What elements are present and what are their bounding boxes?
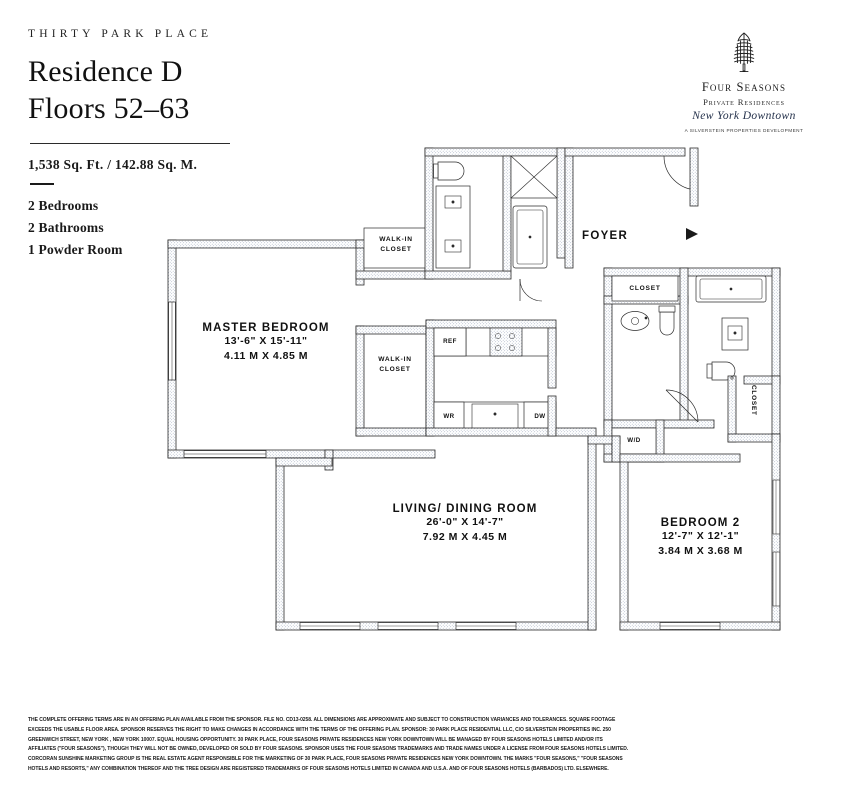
secondary-bathrooms <box>603 267 781 429</box>
floorplan-drawing: MASTER BEDROOM 13'-6" X 15'-11" 4.11 M X… <box>0 140 844 660</box>
disclaimer-line-6: HOTELS AND RESORTS," ANY COMBINATION THE… <box>28 765 609 772</box>
legal-disclaimer: THE COMPLETE OFFERING TERMS ARE IN AN OF… <box>28 716 818 775</box>
master-bedroom-walls <box>167 239 365 459</box>
logo-brand-sub: Private Residences <box>703 97 785 107</box>
logo-city: New York Downtown <box>692 110 796 122</box>
disclaimer-line-3: GREENWICH STREET, NEW YORK , NEW YORK 10… <box>28 736 603 743</box>
tree-icon <box>733 32 755 73</box>
logo-developer: A SILVERSTEIN PROPERTIES DEVELOPMENT <box>684 128 804 133</box>
disclaimer-line-1: THE COMPLETE OFFERING TERMS ARE IN AN OF… <box>28 717 616 723</box>
title-divider <box>30 143 230 145</box>
page-subtitle-floors: Floors 52–63 <box>28 91 190 125</box>
walk-in-closet-top <box>355 227 434 286</box>
living-dining-room <box>275 427 621 631</box>
master-bathroom <box>424 147 566 302</box>
disclaimer-line-2: EXCEEDS THE USABLE FLOOR AREA. SPONSOR R… <box>28 726 611 733</box>
spec-bathrooms: 2 Bathrooms <box>28 220 104 236</box>
brand-logo: Four Seasons Private Residences New York… <box>660 30 828 133</box>
header-block: THIRTY PARK PLACE Residence D Floors 52–… <box>28 28 448 261</box>
floorplan-svg <box>167 147 781 631</box>
area-text: 1,538 Sq. Ft. / 142.88 Sq. M. <box>28 157 198 173</box>
logo-brand-name: Four Seasons <box>701 80 787 94</box>
foyer <box>564 147 699 269</box>
kitchen <box>425 319 557 437</box>
laundry-and-closet <box>603 375 781 463</box>
disclaimer-line-4: AFFILIATES ("FOUR SEASONS"), THOUGH THEY… <box>28 746 629 753</box>
spec-bedrooms: 2 Bedrooms <box>28 198 99 214</box>
spec-powder-room: 1 Powder Room <box>28 241 123 257</box>
page-title: Residence D <box>28 55 183 88</box>
walk-in-closet-mid <box>355 325 435 437</box>
bedroom-2-walls <box>619 433 781 631</box>
disclaimer-line-5: CORCORAN SUNSHINE MARKETING GROUP IS THE… <box>28 756 623 762</box>
spec-divider <box>30 183 54 186</box>
building-name: THIRTY PARK PLACE <box>28 28 213 40</box>
